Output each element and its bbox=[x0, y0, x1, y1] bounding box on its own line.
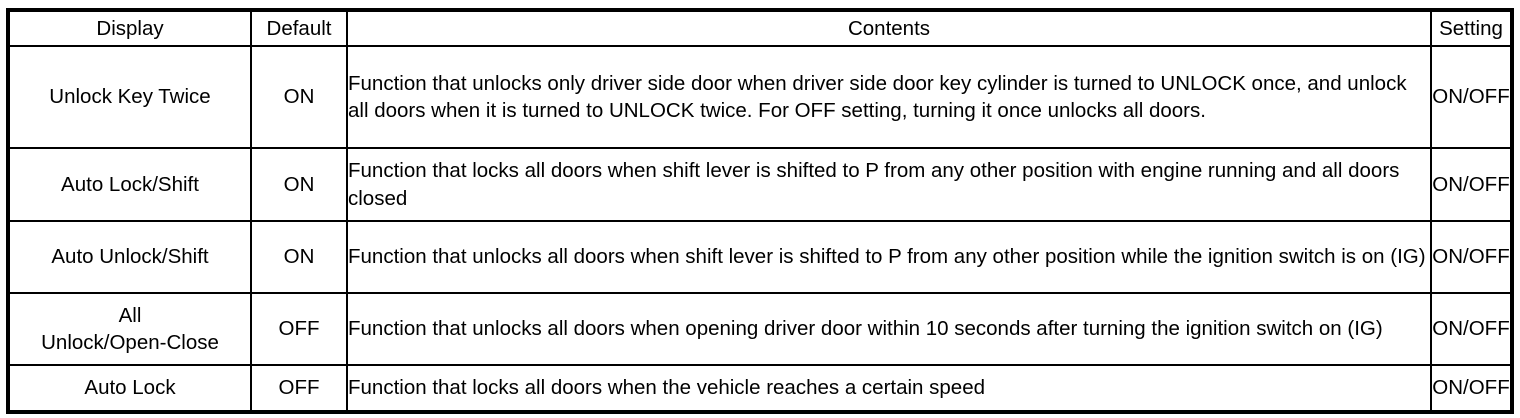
table-header-row: Display Default Contents Setting bbox=[7, 9, 1513, 47]
column-header-setting: Setting bbox=[1430, 9, 1513, 47]
cell-display: Unlock Key Twice bbox=[7, 45, 252, 149]
cell-setting: ON/OFF bbox=[1430, 220, 1513, 294]
column-header-contents: Contents bbox=[346, 9, 1432, 47]
cell-contents: Function that unlocks all doors when shi… bbox=[346, 220, 1432, 294]
table-row: All Unlock/Open-Close OFF Function that … bbox=[7, 292, 1513, 366]
table-body: Unlock Key Twice ON Function that unlock… bbox=[7, 45, 1513, 414]
table-row: Auto Unlock/Shift ON Function that unloc… bbox=[7, 220, 1513, 294]
table-row: Auto Lock OFF Function that locks all do… bbox=[7, 364, 1513, 414]
cell-display-line-2: Unlock/Open-Close bbox=[41, 331, 219, 354]
cell-default: ON bbox=[250, 147, 348, 222]
cell-setting: ON/OFF bbox=[1430, 292, 1513, 366]
cell-setting: ON/OFF bbox=[1430, 45, 1513, 149]
column-header-display: Display bbox=[7, 9, 252, 47]
cell-contents: Function that locks all doors when the v… bbox=[346, 364, 1432, 414]
cell-default: OFF bbox=[250, 292, 348, 366]
table-row: Unlock Key Twice ON Function that unlock… bbox=[7, 45, 1513, 149]
cell-setting: ON/OFF bbox=[1430, 364, 1513, 414]
table-header: Display Default Contents Setting bbox=[7, 9, 1513, 47]
cell-default: ON bbox=[250, 220, 348, 294]
cell-setting: ON/OFF bbox=[1430, 147, 1513, 222]
cell-contents: Function that unlocks all doors when ope… bbox=[346, 292, 1432, 366]
cell-display: All Unlock/Open-Close bbox=[7, 292, 252, 366]
cell-default: ON bbox=[250, 45, 348, 149]
cell-default: OFF bbox=[250, 364, 348, 414]
cell-contents: Function that locks all doors when shift… bbox=[346, 147, 1432, 222]
cell-display-line-1: All bbox=[118, 303, 142, 327]
table-row: Auto Lock/Shift ON Function that locks a… bbox=[7, 147, 1513, 222]
column-header-default: Default bbox=[250, 9, 348, 47]
cell-display: Auto Unlock/Shift bbox=[7, 220, 252, 294]
door-lock-settings-table: Display Default Contents Setting Unlock … bbox=[6, 8, 1514, 414]
cell-contents: Function that unlocks only driver side d… bbox=[346, 45, 1432, 149]
cell-display: Auto Lock bbox=[7, 364, 252, 414]
cell-display: Auto Lock/Shift bbox=[7, 147, 252, 222]
